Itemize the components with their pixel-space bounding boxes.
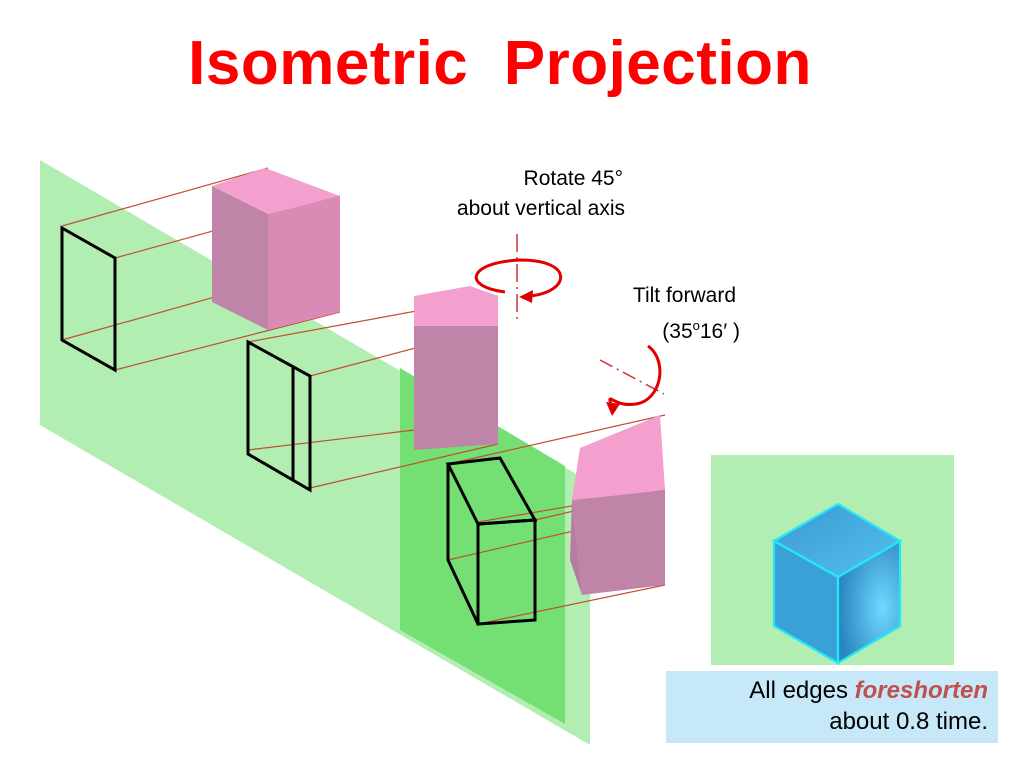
tilt-angle-label: (35o16′ ): [630, 311, 740, 347]
isometric-cube: [771, 502, 903, 665]
note-line2: about 0.8 time.: [829, 708, 988, 735]
projection-2: [246, 339, 312, 493]
tilt-angle-close: ): [727, 320, 740, 343]
projection-1: [60, 225, 117, 373]
note-prefix: All edges: [749, 677, 855, 704]
prime-mark: ′: [723, 320, 728, 343]
page-title: Isometric Projection: [188, 29, 812, 98]
tilt-axis: [599, 359, 665, 395]
projection-3: [445, 456, 538, 626]
rotate-arrow-icon: [474, 258, 563, 303]
rotate-label-line1: Rotate 45°: [523, 167, 623, 190]
tilt-label-line1: Tilt forward: [632, 284, 736, 307]
prism-rotated: [414, 286, 498, 450]
tilt-arrow-icon: [606, 344, 662, 416]
note-line1: All edges foreshorten: [666, 675, 988, 706]
degree-mark: o: [692, 318, 700, 333]
note-emphasis: foreshorten: [854, 677, 988, 704]
rotate-label-line2: about vertical axis: [456, 197, 625, 220]
prism-tilted: [570, 415, 665, 595]
prism-front-view: [212, 168, 340, 330]
tilt-angle-value: 16: [699, 320, 724, 343]
foreshorten-note: All edges foreshorten about 0.8 time.: [666, 671, 998, 743]
tilt-angle-open: (35: [662, 320, 693, 343]
